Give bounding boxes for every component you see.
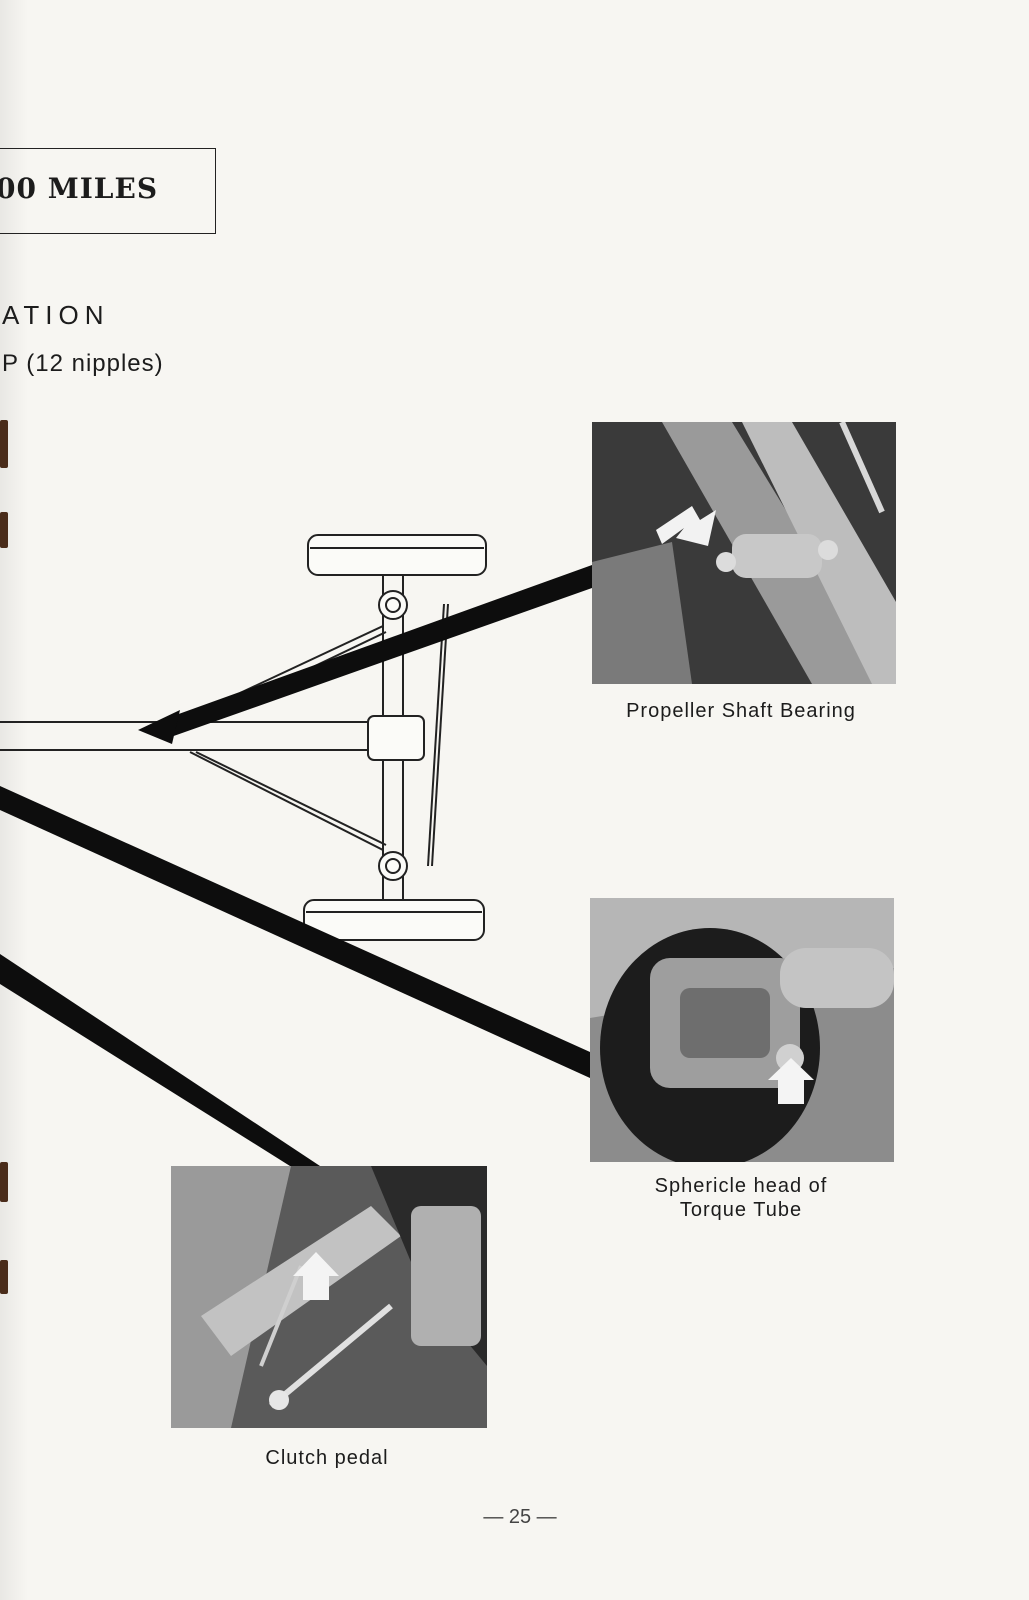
leader-lines [0, 565, 592, 1166]
axle-diagram-icon [0, 534, 487, 941]
binding-mark-1 [0, 420, 8, 468]
page-number: — 25 — [483, 1506, 557, 1528]
binding-mark-4 [0, 1260, 8, 1294]
section-title: ATION [2, 300, 110, 330]
arrow-pointer-icon [138, 710, 180, 744]
binding-mark-3 [0, 1162, 8, 1202]
axle-diagram [0, 534, 592, 1166]
torque-tube-caption-line-1: Sphericle head of [654, 1175, 828, 1197]
lubrication-group-title: P (12 nipples) [2, 350, 164, 377]
propeller-shaft-bearing-caption: Propeller Shaft Bearing [626, 700, 856, 722]
torque-tube-caption-line-2: Torque Tube [679, 1199, 803, 1221]
clutch-pedal-photo [171, 1166, 487, 1428]
binding-mark-2 [0, 512, 8, 548]
heading-box [0, 148, 216, 234]
clutch-pedal-caption: Clutch pedal [265, 1447, 389, 1469]
page-heading: 00 MILES [0, 172, 159, 205]
torque-tube-spherical-head-photo [590, 898, 894, 1162]
torque-tube-caption: Sphericle head of Torque Tube [590, 1174, 892, 1222]
propeller-shaft-bearing-photo [592, 422, 896, 684]
